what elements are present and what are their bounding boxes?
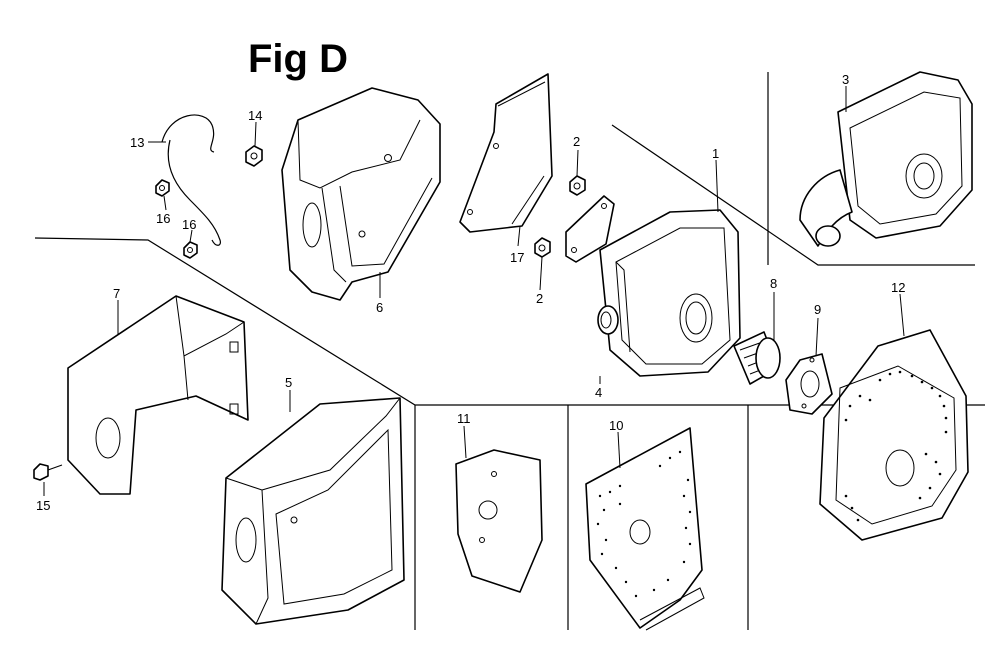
figure-title: Fig D (248, 37, 348, 81)
part-2-nut-lower (534, 237, 551, 258)
part-13-wire-clip (161, 114, 221, 246)
plate-perforations (596, 450, 692, 598)
part-9-gasket (785, 353, 833, 415)
callout-4: 4 (595, 385, 602, 400)
callout-17: 17 (510, 250, 524, 265)
callout-16-upper: 16 (156, 211, 170, 226)
part-1-muffler (597, 209, 741, 377)
callout-1: 1 (712, 146, 719, 161)
part-8-spark-arrester (733, 331, 781, 385)
part-11-plate (455, 449, 543, 593)
callout-13: 13 (130, 135, 144, 150)
callout-2-upper: 2 (573, 134, 580, 149)
part-16-washer-lower (183, 241, 198, 259)
callout-11: 11 (457, 411, 471, 426)
callout-7: 7 (113, 286, 120, 301)
callout-12: 12 (891, 280, 905, 295)
part-14-nut (245, 145, 263, 167)
callout-9: 9 (814, 302, 821, 317)
callout-15: 15 (36, 498, 50, 513)
part-16-washer-upper (155, 179, 170, 197)
callout-16-lower: 16 (182, 217, 196, 232)
part-10-perforated-plate (585, 427, 705, 631)
callout-2-lower: 2 (536, 291, 543, 306)
callout-6: 6 (376, 300, 383, 315)
cover-perforations (844, 370, 948, 522)
gasket-plate (565, 195, 615, 263)
callout-8: 8 (770, 276, 777, 291)
part-6-muffler-cover (281, 87, 441, 301)
leader-lines (43, 86, 905, 496)
callout-numbers: 1 2 2 3 4 5 6 7 8 9 10 11 12 13 14 15 16… (36, 72, 905, 513)
callout-3: 3 (842, 72, 849, 87)
part-15-bolt (33, 463, 63, 481)
callout-5: 5 (285, 375, 292, 390)
part-12-perforated-cover (819, 329, 969, 541)
part-17-shield-plate (459, 73, 553, 233)
section-dividers (34, 72, 985, 630)
part-3-muffler-elbow (799, 71, 973, 247)
part-7-bracket-shield (67, 295, 249, 495)
part-5-muffler-protector (221, 397, 405, 625)
callout-10: 10 (609, 418, 623, 433)
callout-14: 14 (248, 108, 262, 123)
part-2-nut-upper (569, 175, 586, 196)
